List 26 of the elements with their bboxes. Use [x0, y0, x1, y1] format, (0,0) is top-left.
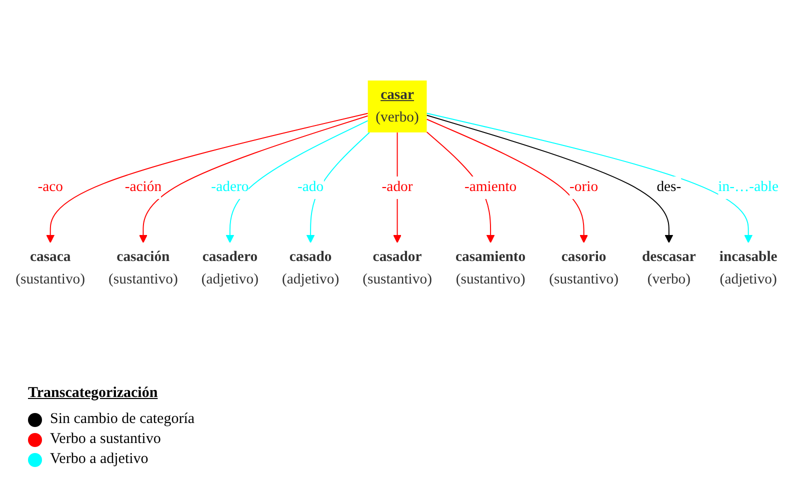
- node-box: casar (verbo): [368, 80, 427, 132]
- node-text: casador (sustantivo): [362, 249, 432, 288]
- node-text: casado (adjetivo): [282, 249, 340, 288]
- edge-label: des-: [656, 179, 682, 196]
- arrow: [138, 115, 368, 243]
- edge-label: -ado: [298, 179, 324, 196]
- node-text: casamiento (sustantivo): [455, 249, 526, 288]
- node-text: casación (sustantivo): [108, 249, 178, 288]
- edge-label: in-…-able: [718, 179, 779, 196]
- arrow: [46, 112, 368, 243]
- legend-title: Transcategorización: [28, 385, 158, 402]
- edge-label: -amiento: [464, 179, 517, 196]
- edge-label: -ación: [124, 179, 162, 196]
- arrow: [226, 120, 368, 243]
- edge-label: -aco: [38, 179, 63, 196]
- node-text: casaca (sustantivo): [16, 249, 86, 288]
- edge-label: -orio: [570, 179, 598, 196]
- legend-text: Sin cambio de categoría: [50, 411, 195, 428]
- edge-label: -ador: [382, 179, 413, 196]
- node-text: descasar (verbo): [642, 249, 696, 288]
- node-text: incasable (adjetivo): [719, 249, 778, 288]
- edge-label: -adero: [211, 179, 249, 196]
- legend-text: Verbo a sustantivo: [50, 431, 161, 448]
- node-text: casadero (adjetivo): [201, 249, 258, 288]
- legend-text: Verbo a adjetivo: [50, 451, 148, 468]
- node-text: casorio (sustantivo): [549, 249, 619, 288]
